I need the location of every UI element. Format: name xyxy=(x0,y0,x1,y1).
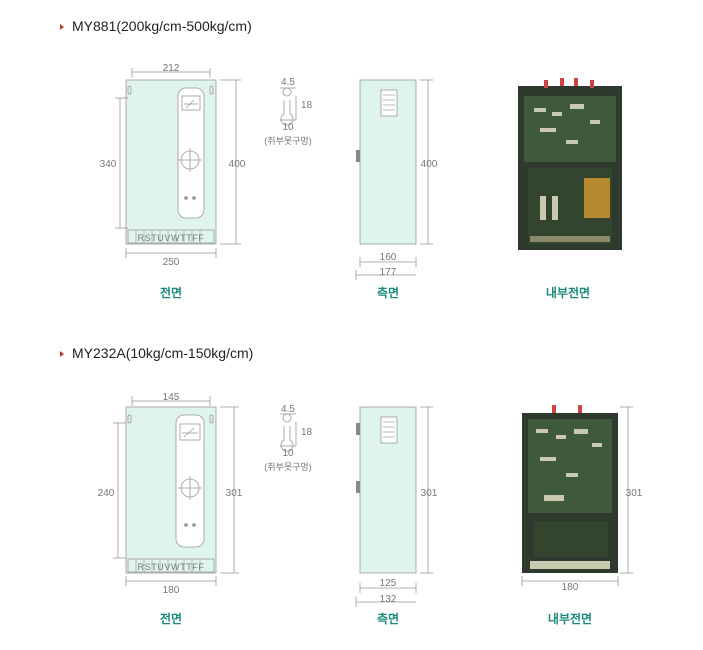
side-dim-width-inner: 160 xyxy=(380,252,397,263)
caption-interior: 내부전면 xyxy=(548,611,592,626)
dim-height-right: 400 xyxy=(229,159,246,170)
side-dim-height: 301 xyxy=(421,488,438,499)
front-view xyxy=(115,68,241,258)
side-dim-width-outer: 177 xyxy=(380,267,397,278)
terminal-labels: RSTUVWTTFF xyxy=(138,233,205,243)
drawing-my232a: 145 240 301 180 RSTUVWTTFF 전면 4.5 18 10 … xyxy=(98,392,643,626)
hole-label: (취부못구멍) xyxy=(264,136,311,146)
bullet-icon xyxy=(60,24,64,30)
section-my881: MY881(200kg/cm-500kg/cm) 212 340 400 250… xyxy=(60,18,622,300)
hole-dim-bottom: 10 xyxy=(282,448,294,459)
section-title: MY232A(10kg/cm-150kg/cm) xyxy=(60,345,253,361)
interior-board-photo xyxy=(518,78,622,250)
side-dim-width-outer: 132 xyxy=(380,594,397,605)
caption-side: 측면 xyxy=(377,611,399,626)
dim-height-left: 340 xyxy=(100,159,117,170)
model-title: MY232A(10kg/cm-150kg/cm) xyxy=(72,345,254,361)
section-my232a: MY232A(10kg/cm-150kg/cm) 145 240 301 180… xyxy=(0,325,703,650)
dim-width-bottom: 180 xyxy=(163,585,180,596)
interior-dim-width: 180 xyxy=(562,582,579,593)
mounting-hole-diagram xyxy=(280,87,297,126)
interior-dimensions xyxy=(521,406,633,586)
front-view xyxy=(113,396,239,586)
side-dim-width-inner: 125 xyxy=(380,578,397,589)
side-view xyxy=(355,406,433,607)
mounting-hole-diagram xyxy=(280,413,297,452)
side-view xyxy=(355,79,433,280)
bullet-icon xyxy=(60,351,64,357)
side-dim-height: 400 xyxy=(421,159,438,170)
dim-width-bottom: 250 xyxy=(163,257,180,268)
hole-dim-right: 18 xyxy=(301,427,313,438)
hole-label: (취부못구멍) xyxy=(264,462,311,472)
hole-dim-right: 18 xyxy=(301,100,313,111)
caption-side: 측면 xyxy=(377,285,399,300)
hole-dim-top: 4.5 xyxy=(281,404,295,415)
drawing-my881: 212 340 400 250 RSTUVWTTFF 전면 4.5 18 10 … xyxy=(100,63,622,300)
caption-front: 전면 xyxy=(160,611,182,626)
interior-dim-height: 301 xyxy=(626,488,643,499)
caption-interior: 내부전면 xyxy=(546,285,590,300)
dim-width-top: 212 xyxy=(163,63,180,74)
interior-board-photo xyxy=(522,405,618,573)
caption-front: 전면 xyxy=(160,285,182,300)
dim-height-right: 301 xyxy=(226,488,243,499)
terminal-labels: RSTUVWTTFF xyxy=(138,562,205,572)
hole-dim-bottom: 10 xyxy=(282,122,294,133)
section-title: MY881(200kg/cm-500kg/cm) xyxy=(60,18,252,34)
model-title: MY881(200kg/cm-500kg/cm) xyxy=(72,18,252,34)
dim-height-left: 240 xyxy=(98,488,115,499)
hole-dim-top: 4.5 xyxy=(281,77,295,88)
dim-width-top: 145 xyxy=(163,392,180,403)
